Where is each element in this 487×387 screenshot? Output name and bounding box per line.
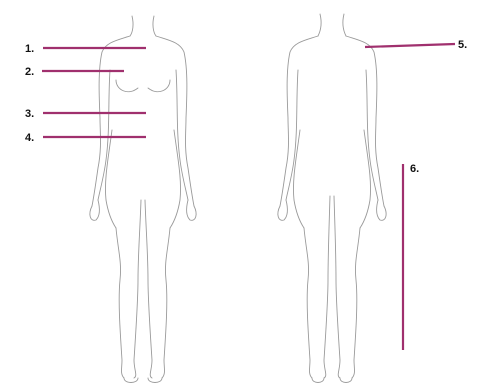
front-leg-right-outer (162, 228, 170, 378)
front-bust-left (116, 80, 138, 92)
marker-3: 3. (25, 108, 146, 120)
back-foot-right (340, 378, 352, 383)
back-leg-right-inner (334, 196, 340, 378)
back-leg-right-outer (352, 228, 360, 378)
back-leg-left-outer (304, 228, 312, 378)
back-foot-left (312, 378, 324, 383)
front-hand-right (187, 200, 196, 220)
back-body-figure (278, 14, 386, 383)
marker-1-label: 1. (25, 43, 34, 55)
front-neck-outline (130, 16, 156, 36)
marker-6-label: 6. (410, 163, 419, 175)
front-torso-left (92, 36, 130, 206)
marker-4: 4. (25, 132, 146, 144)
front-arm-right-inner (176, 70, 188, 200)
marker-5-label: 5. (458, 39, 467, 51)
front-leg-right-inner (145, 200, 152, 378)
marker-3-label: 3. (25, 108, 34, 120)
back-arm-left-inner (286, 70, 298, 200)
back-torso-left (280, 36, 318, 206)
back-arm-right-inner (366, 70, 378, 200)
front-foot-left (124, 378, 138, 383)
marker-2: 2. (25, 66, 124, 78)
front-bust-right (148, 80, 170, 92)
front-torso-right (156, 36, 194, 206)
marker-2-label: 2. (25, 66, 34, 78)
marker-5: 5. (365, 39, 467, 51)
front-leg-left-outer (116, 228, 124, 378)
back-neck-outline (318, 14, 346, 36)
back-leg-left-inner (324, 196, 330, 378)
front-foot-right (148, 378, 162, 383)
back-torso-right (346, 36, 384, 206)
back-hand-right (377, 200, 386, 220)
marker-5-line (365, 44, 455, 47)
front-leg-left-inner (134, 200, 141, 378)
front-hand-left (90, 200, 99, 220)
marker-1: 1. (25, 43, 146, 55)
marker-6: 6. (403, 163, 419, 350)
marker-4-label: 4. (25, 132, 34, 144)
back-hand-left (278, 200, 287, 220)
front-arm-left-inner (98, 70, 110, 200)
